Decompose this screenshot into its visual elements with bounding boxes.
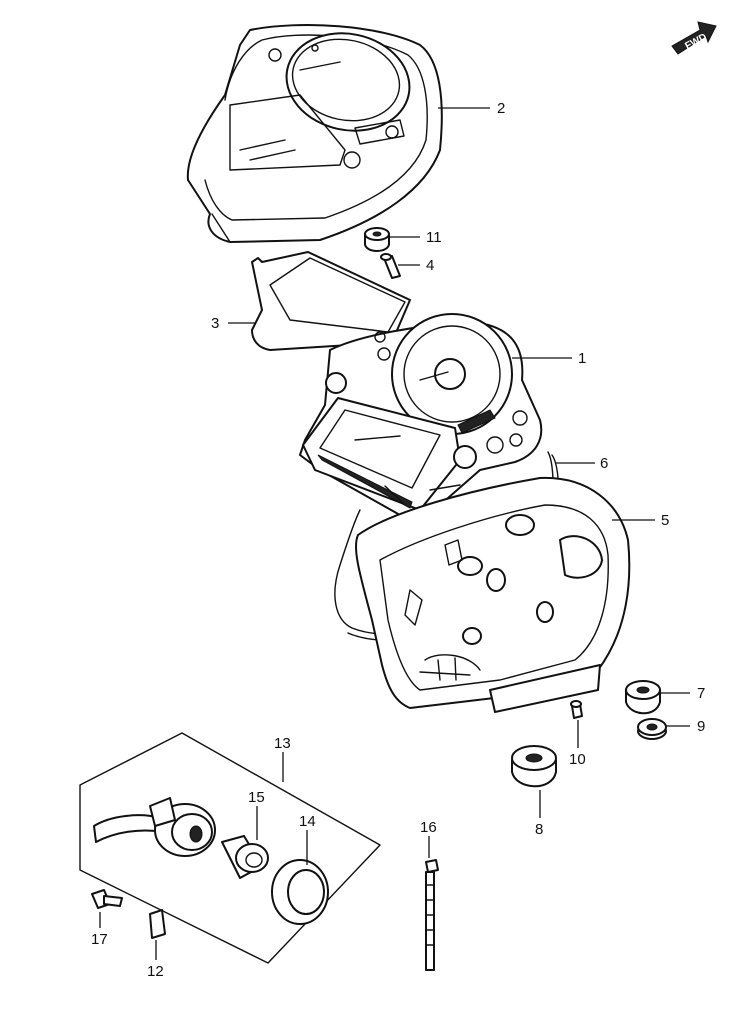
callout-4: 4 [426,257,434,274]
meter-assembly-part-1 [299,313,543,516]
socket-wire-part-13 [93,797,216,857]
callout-7: 7 [697,685,705,702]
callout-12: 12 [147,963,164,980]
screw-part-4 [380,253,401,279]
seal-ring-part-14 [271,859,329,925]
callout-10: 10 [569,751,586,768]
grommet-part-11 [364,227,390,252]
collar-part-9 [637,718,667,740]
bolt-part-10 [570,700,583,719]
callout-1: 1 [578,350,586,367]
callout-3: 3 [211,315,219,332]
callout-14: 14 [299,813,316,830]
cushion-part-8 [511,745,557,788]
leader-lines [99,107,690,960]
callout-17: 17 [91,931,108,948]
lens-part-3 [251,251,411,351]
bulb-part-15 [221,835,269,879]
callout-6: 6 [600,455,608,472]
cable-tie-part-16 [425,859,439,971]
callout-labels: 2 11 4 3 1 6 5 7 9 10 8 13 15 14 16 17 1… [91,100,705,980]
fwd-direction-badge: FWD [671,21,717,55]
callout-16: 16 [420,819,437,836]
callout-5: 5 [661,512,669,529]
callout-11: 11 [426,229,442,246]
callout-2: 2 [497,100,505,117]
lower-case-part-5 [355,476,631,713]
cushion-part-7 [625,680,661,715]
callout-13: 13 [274,735,291,752]
meter-cover-part-2 [186,24,443,243]
screw-part-17 [91,889,123,909]
callout-15: 15 [248,789,265,806]
clip-part-12 [149,909,166,939]
callout-8: 8 [535,821,543,838]
callout-9: 9 [697,718,705,735]
fwd-label: FWD [683,32,708,52]
